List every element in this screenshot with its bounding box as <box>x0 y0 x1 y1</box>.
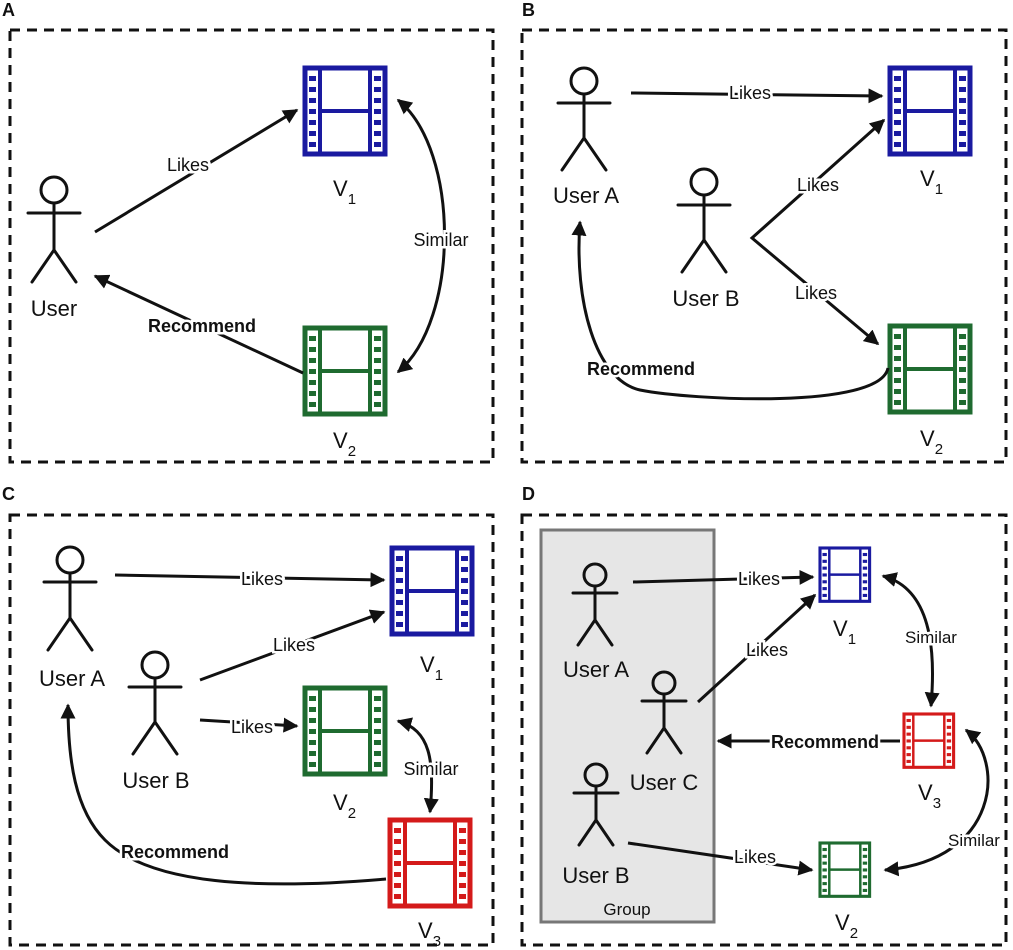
edge-user-b-likes-v2 <box>627 841 814 876</box>
edge-label-likes: Likes <box>167 155 209 175</box>
edge-label-likes: Likes <box>734 847 776 867</box>
user-a-icon <box>571 562 619 647</box>
group-box <box>539 528 716 924</box>
panel-c: C User A User B V1 V2 V3 <box>2 484 495 950</box>
video-v3-label: V3 <box>418 918 441 950</box>
video-v2-icon <box>818 841 872 898</box>
user-c-label: User C <box>630 770 699 795</box>
edge-v3-recommend-user-a <box>60 703 387 886</box>
user-label: User <box>31 296 77 321</box>
user-a-label: User A <box>563 657 629 682</box>
edge-v1-similar-v2 <box>396 98 446 374</box>
edge-label-recommend: Recommend <box>587 359 695 379</box>
edge-user-b-likes-v1 <box>199 609 386 682</box>
edge-label-recommend: Recommend <box>771 732 879 752</box>
panel-d-frame <box>520 513 1008 947</box>
edge-v1-similar-v3 <box>881 572 940 708</box>
user-c-icon <box>640 670 688 755</box>
edge-label-likes: Likes <box>273 635 315 655</box>
panel-a-frame <box>8 28 495 464</box>
panel-a: A User V1 V2 Likes Similar Recommend <box>2 0 495 464</box>
edge-user-a-likes-v1 <box>632 569 815 585</box>
edge-label-likes: Likes <box>241 569 283 589</box>
edge-label-likes: Likes <box>795 283 837 303</box>
video-v2-label: V2 <box>333 428 356 460</box>
video-v1-label: V1 <box>833 616 856 648</box>
video-v1-label: V1 <box>920 166 943 198</box>
video-v1-label: V1 <box>333 176 356 208</box>
user-b-icon <box>676 167 732 274</box>
group-label: Group <box>603 900 650 919</box>
edge-user-likes-v1 <box>94 108 299 234</box>
user-b-icon <box>572 762 620 847</box>
video-v3-label: V3 <box>918 780 941 812</box>
user-a-icon <box>556 66 612 172</box>
edge-label-similar: Similar <box>948 831 1000 850</box>
video-v3-icon <box>387 817 473 909</box>
edge-v2-recommend-user-a <box>571 220 890 401</box>
user-b-label: User B <box>122 768 189 793</box>
video-v1-icon <box>887 65 973 157</box>
edge-user-b-likes-v2 <box>199 717 299 733</box>
video-v1-icon <box>389 545 475 637</box>
video-v1-icon <box>302 65 388 157</box>
user-b-label: User B <box>562 863 629 888</box>
video-v3-icon <box>902 712 956 769</box>
edge-label-likes: Likes <box>746 640 788 660</box>
edge-user-a-likes-v1 <box>114 572 386 588</box>
edge-label-similar: Similar <box>413 230 468 250</box>
edge-v2-recommend-user <box>93 274 304 375</box>
user-icon <box>26 175 82 284</box>
panel-c-frame <box>8 513 495 947</box>
user-b-icon <box>127 650 183 756</box>
edge-user-a-likes-v1 <box>630 88 884 104</box>
panel-d: D Group User A User C User B <box>520 484 1008 947</box>
video-v2-icon <box>887 323 973 415</box>
video-v2-label: V2 <box>920 426 943 458</box>
edge-label-likes: Likes <box>797 175 839 195</box>
user-b-label: User B <box>672 286 739 311</box>
video-v1-label: V1 <box>420 652 443 684</box>
video-v2-icon <box>302 685 388 777</box>
edge-label-likes: Likes <box>738 569 780 589</box>
video-v2-icon <box>302 325 388 417</box>
panel-b: B User A User B V1 V2 Likes Lik <box>520 0 1008 464</box>
user-a-icon <box>42 545 98 652</box>
video-v2-label: V2 <box>835 910 858 942</box>
user-a-label: User A <box>39 666 105 691</box>
edge-user-b-likes-v1-v2 <box>749 118 886 346</box>
edge-label-likes: Likes <box>729 83 771 103</box>
panel-letter-a: A <box>2 0 15 20</box>
video-v1-icon <box>818 546 872 603</box>
user-a-label: User A <box>553 183 619 208</box>
edge-label-similar: Similar <box>403 759 458 779</box>
edge-label-recommend: Recommend <box>121 842 229 862</box>
edge-v2-similar-v3 <box>396 717 439 814</box>
panel-b-frame <box>520 28 1008 464</box>
edge-v3-similar-v2 <box>883 728 990 877</box>
edge-label-likes: Likes <box>231 717 273 737</box>
edge-label-similar: Similar <box>905 628 957 647</box>
edge-label-recommend: Recommend <box>148 316 256 336</box>
video-v2-label: V2 <box>333 790 356 822</box>
panel-letter-d: D <box>522 484 535 504</box>
panel-letter-b: B <box>522 0 535 20</box>
panel-letter-c: C <box>2 484 15 504</box>
edge-user-c-likes-v1 <box>696 593 817 704</box>
